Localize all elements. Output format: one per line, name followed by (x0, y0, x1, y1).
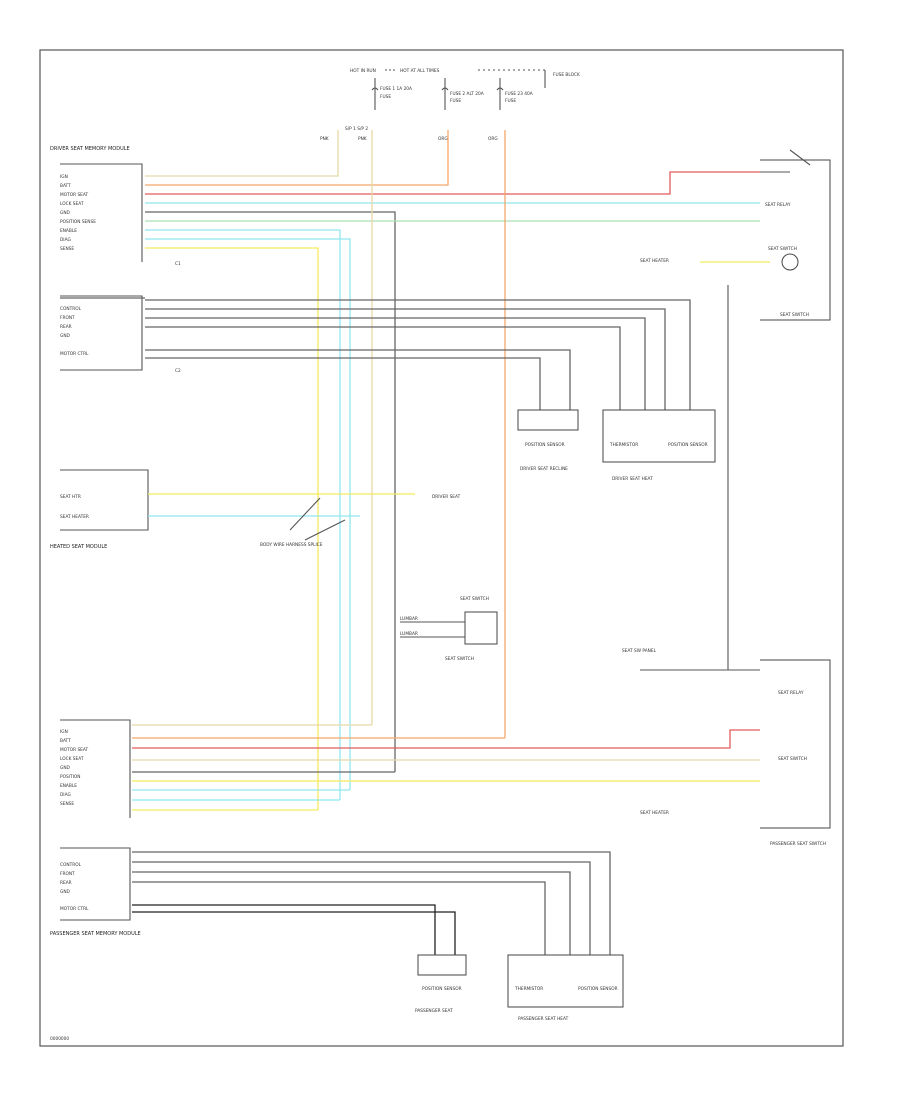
driver-pin-9: SENSE (60, 246, 74, 252)
switch-label-1: LUMBAR (400, 616, 418, 622)
pass-pin-b5: MOTOR CTRL (60, 906, 89, 912)
right-relay-title: SEAT RELAY (765, 202, 791, 208)
driver-pin-b1: CONTROL (60, 306, 82, 312)
wire-tag-3: ORG (438, 136, 448, 142)
motor-upper-2-title: THERMISTOR (609, 442, 638, 448)
right-mid-label: SEAT SW PANEL (622, 648, 657, 654)
seat-switch: SEAT SWITCH LUMBAR LUMBAR SEAT SWITCH (400, 596, 498, 662)
upper-wires (60, 130, 760, 810)
right-lower-title: PASSENGER SEAT SWITCH (770, 841, 826, 847)
right-lower-relay: SEAT RELAY (778, 690, 804, 696)
fuse-label-run: HOT IN RUN (350, 68, 376, 74)
motor-lower-1-sub: PASSENGER SEAT (415, 1008, 453, 1014)
motor-lower-2-title: THERMISTOR (514, 986, 543, 992)
right-lower-switch: SEAT SWITCH (778, 756, 807, 762)
passenger-module: IGN BATT MOTOR SEAT LOCK SEAT GND POSITI… (50, 719, 141, 937)
motor-upper-1-sub: DRIVER SEAT RECLINE (520, 466, 568, 472)
heated-seat-module: SEAT HTR SEAT HEATER HEATED SEAT MODULE … (50, 469, 461, 550)
motor-lower-3-title: POSITION SENSOR (578, 986, 618, 992)
motor-upper-3-title: POSITION SENSOR (668, 442, 708, 448)
driver-pin-b5: MOTOR CTRL (60, 351, 89, 357)
splice-callout: BODY WIRE HARNESS SPLICE (260, 542, 323, 548)
fuse-panel-label: FUSE BLOCK (553, 72, 580, 78)
driver-pin-b2: FRONT (60, 315, 75, 321)
pass-pin-2: BATT (60, 738, 71, 744)
connector-tag-c1: C1 (175, 261, 181, 267)
driver-pin-3: MOTOR SEAT (60, 192, 88, 198)
right-upper-caption: SEAT SWITCH (780, 312, 809, 318)
lower-wires (132, 724, 760, 955)
right-middle: SEAT SW PANEL SEAT RELAY SEAT SWITCH SEA… (622, 648, 831, 847)
motor-lower-1-title: POSITION SENSOR (422, 986, 462, 992)
pass-pin-9: SENSE (60, 801, 74, 807)
right-switch-title: SEAT SWITCH (768, 246, 797, 252)
passenger-title: PASSENGER SEAT MEMORY MODULE (50, 931, 141, 937)
driver-pin-8: DIAG (60, 237, 71, 243)
driver-pin-1: IGN (60, 174, 68, 180)
pass-pin-8: DIAG (60, 792, 71, 798)
driver-pin-5: GND (60, 210, 71, 216)
driver-pin-b4: GND (60, 333, 71, 339)
right-heater-label: SEAT HEATER (640, 258, 669, 264)
fuse-block-1: FUSE 1 1A 20A (380, 86, 412, 92)
wire-tag-1: PNK (320, 136, 329, 142)
driver-pin-7: ENABLE (60, 228, 77, 234)
pass-pin-4: LOCK SEAT (60, 756, 84, 762)
heated-title: HEATED SEAT MODULE (50, 544, 107, 550)
pass-pin-b4: GND (60, 889, 71, 895)
diagram-frame (39, 49, 844, 1047)
motor-upper-1-title: POSITION SENSOR (525, 442, 565, 448)
connector-tag-c2: C2 (175, 368, 181, 374)
heated-tag: DRIVER SEAT (432, 494, 461, 500)
pass-pin-6: POSITION (60, 774, 80, 780)
fuse-block-2: FUSE 2 ALT 20A (450, 91, 484, 97)
motor-upper-3-sub: DRIVER SEAT HEAT (612, 476, 653, 482)
pass-pin-5: GND (60, 765, 71, 771)
right-upper: SEAT RELAY SEAT SWITCH SEAT HEATER SEAT … (640, 149, 831, 670)
fuse-name-2: FUSE (450, 98, 461, 104)
fuse-block-3: FUSE 23 40A (505, 91, 533, 97)
pass-pin-b3: REAR (60, 880, 72, 886)
fuse-name-3: FUSE (505, 98, 516, 104)
pass-pin-7: ENABLE (60, 783, 77, 789)
right-lower-heater: SEAT HEATER (640, 810, 669, 816)
fuse-name-1: FUSE (380, 94, 391, 100)
heated-pin-2: SEAT HEATER (60, 514, 89, 520)
motor-lower-3-sub: PASSENGER SEAT HEAT (518, 1016, 569, 1022)
wire-tag-4: ORG (488, 136, 498, 142)
switch-title: SEAT SWITCH (460, 596, 489, 602)
fuse-label-always: HOT AT ALL TIMES (400, 68, 440, 74)
pass-pin-b2: FRONT (60, 871, 75, 877)
lower-motors: POSITION SENSOR PASSENGER SEAT THERMISTO… (415, 954, 624, 1022)
driver-module-title: DRIVER SEAT MEMORY MODULE (50, 146, 130, 152)
fuse-block: HOT IN RUN HOT AT ALL TIMES FUSE BLOCK F… (320, 68, 580, 142)
driver-pin-b3: REAR (60, 324, 72, 330)
figure-id: 0000000 (50, 1036, 69, 1042)
heated-pin-1: SEAT HTR (60, 494, 81, 500)
pass-pin-b1: CONTROL (60, 862, 82, 868)
driver-pin-4: LOCK SEAT (60, 201, 84, 207)
driver-pin-2: BATT (60, 183, 71, 189)
switch-label-2: LUMBAR (400, 631, 418, 637)
upper-motors: POSITION SENSOR DRIVER SEAT RECLINE THER… (517, 409, 716, 482)
switch-label-3: SEAT SWITCH (445, 656, 474, 662)
pass-pin-3: MOTOR SEAT (60, 747, 88, 753)
splice-label: S/P 1 S/P 2 (345, 126, 368, 132)
driver-module: DRIVER SEAT MEMORY MODULE IGN BATT MOTOR… (50, 146, 181, 374)
wire-tag-2: PNK (358, 136, 367, 142)
driver-pin-6: POSITION SENSE (60, 219, 96, 225)
pass-pin-1: IGN (60, 729, 68, 735)
